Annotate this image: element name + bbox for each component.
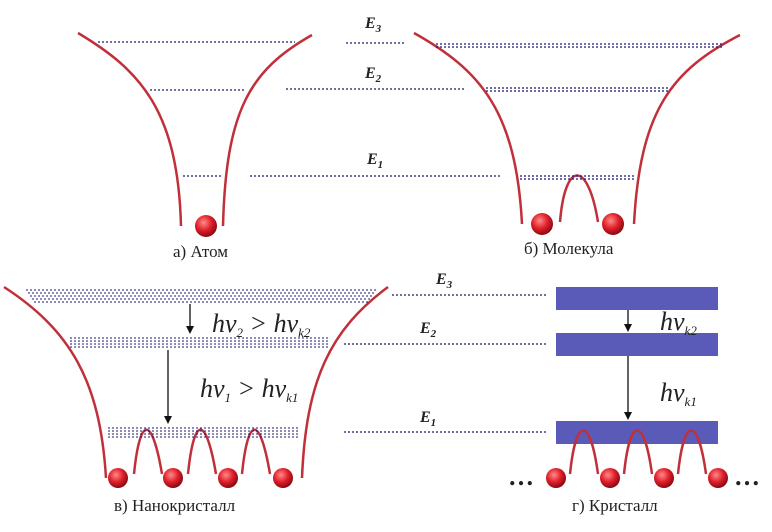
label-e1-bottom: E1: [419, 409, 436, 429]
molecule-nucleus-left: [531, 213, 553, 235]
nanocrystal-potential-well: [3, 285, 389, 479]
nanocrystal-band-e2: [70, 337, 330, 348]
crystal-ellipsis-left: …: [508, 462, 534, 491]
panel-nanocrystal: hν2 > hνk2 hν1 > hνk1 в) Нанокристалл: [3, 285, 389, 515]
atom-nucleus: [195, 215, 217, 237]
label-e1-top: E1: [366, 151, 383, 171]
crystal-arrowhead-lower: [624, 412, 632, 420]
crystal-arrowhead-upper: [624, 324, 632, 332]
crystal-band-e1: [556, 421, 718, 444]
crystal-atom-3: [654, 468, 674, 488]
label-e2-top: E2: [364, 65, 382, 85]
nanocrystal-atom-3: [218, 468, 238, 488]
atom-potential-well: [77, 31, 313, 227]
molecule-potential-well: [413, 31, 741, 225]
molecule-nucleus-right: [602, 213, 624, 235]
crystal-band-e3: [556, 287, 718, 310]
crystal-caption: г) Кристалл: [572, 496, 658, 515]
panel-molecule: б) Молекула: [413, 31, 741, 258]
crystal-ellipsis-right: …: [734, 462, 760, 491]
nanocrystal-transition-lower: hν1 > hνk1: [200, 374, 298, 405]
crystal-atom-4: [708, 468, 728, 488]
crystal-barriers: [568, 429, 708, 475]
nanocrystal-atom-4: [273, 468, 293, 488]
molecule-caption: б) Молекула: [524, 239, 614, 258]
label-e3-bottom: E3: [435, 271, 453, 291]
nanocrystal-band-e3: [26, 289, 378, 303]
label-e3-top: E3: [364, 15, 382, 35]
panel-atom: а) Атом: [77, 31, 313, 261]
nanocrystal-atom-1: [108, 468, 128, 488]
nanocrystal-band-e1: [108, 427, 300, 438]
nanocrystal-arrowhead-lower: [164, 416, 172, 424]
atom-caption: а) Атом: [173, 242, 228, 261]
panel-crystal: hνk2 hνk1 … … г) Кристалл: [508, 287, 760, 515]
crystal-atom-1: [546, 468, 566, 488]
label-e2-bottom: E2: [419, 320, 437, 340]
nanocrystal-transition-upper: hν2 > hνk2: [212, 309, 311, 340]
crystal-transition-upper: hνk2: [660, 307, 697, 338]
crystal-band-e2: [556, 333, 718, 356]
top-level-guides: E3 E2 E1: [250, 15, 500, 177]
crystal-atom-2: [600, 468, 620, 488]
bottom-level-guides: E3 E2 E1: [344, 271, 548, 433]
crystal-transition-lower: hνk1: [660, 378, 697, 409]
nanocrystal-atom-2: [163, 468, 183, 488]
nanocrystal-caption: в) Нанокристалл: [114, 496, 236, 515]
nanocrystal-arrowhead-upper: [186, 326, 194, 334]
